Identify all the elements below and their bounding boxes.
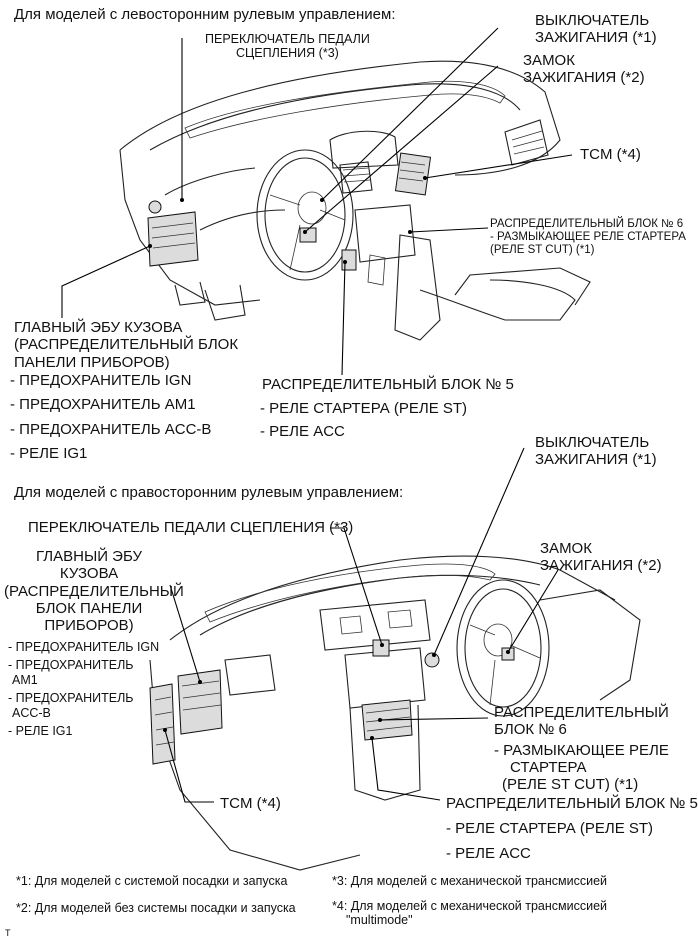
lhd-clutch-switch-label: ПЕРЕКЛЮЧАТЕЛЬ ПЕДАЛИ СЦЕПЛЕНИЯ (*3) xyxy=(205,32,370,61)
lhd-junction-block-5-items: - РЕЛЕ СТАРТЕРА (РЕЛЕ ST) - РЕЛЕ ACC xyxy=(260,400,468,441)
rhd-leader-lines xyxy=(163,447,559,803)
lhd-main-body-items: - ПРЕДОХРАНИТЕЛЬ IGN - ПРЕДОХРАНИТЕЛЬ AM… xyxy=(10,372,212,462)
rhd-junction-block-5-items: - РЕЛЕ СТАРТЕРА (РЕЛЕ ST) - РЕЛЕ ACC xyxy=(446,820,654,863)
rhd-dashboard-drawing xyxy=(149,555,641,871)
footnote-2: *2: Для моделей без системы посадки и за… xyxy=(16,901,296,915)
footnote-4: *4: Для моделей с механической трансмисс… xyxy=(332,899,608,928)
rhd-junction-block-6-label: РАСПРЕДЕЛИТЕЛЬНЫЙ БЛОК № 6 - РАЗМЫКАЮЩЕЕ… xyxy=(494,704,669,793)
rhd-main-body-items: - ПРЕДОХРАНИТЕЛЬ IGN - ПРЕДОХРАНИТЕЛЬ AM… xyxy=(8,640,160,738)
lhd-junction-block-5-label: РАСПРЕДЕЛИТЕЛЬНЫЙ БЛОК № 5 xyxy=(262,376,514,393)
corner-mark: T xyxy=(5,928,11,938)
rhd-ignition-switch-label: ВЫКЛЮЧАТЕЛЬ ЗАЖИГАНИЯ (*1) xyxy=(535,434,657,469)
lhd-ignition-lock-label: ЗАМОК ЗАЖИГАНИЯ (*2) xyxy=(523,52,645,87)
lhd-main-body-ecu-label: ГЛАВНЫЙ ЭБУ КУЗОВА (РАСПРЕДЕЛИТЕЛЬНЫЙ БЛ… xyxy=(14,319,239,371)
rhd-ignition-lock-label: ЗАМОК ЗАЖИГАНИЯ (*2) xyxy=(540,540,662,575)
lhd-leader-lines xyxy=(61,27,573,376)
lhd-junction-block-6-label: РАСПРЕДЕЛИТЕЛЬНЫЙ БЛОК № 6 - РАЗМЫКАЮЩЕЕ… xyxy=(490,218,686,257)
rhd-clutch-switch-label: ПЕРЕКЛЮЧАТЕЛЬ ПЕДАЛИ СЦЕПЛЕНИЯ (*3) xyxy=(28,519,354,536)
lhd-tcm-label: TCM (*4) xyxy=(580,146,641,163)
rhd-heading: Для моделей с правосторонним рулевым упр… xyxy=(14,484,404,501)
footnote-3: *3: Для моделей с механической трансмисс… xyxy=(332,874,608,888)
lhd-ignition-switch-label: ВЫКЛЮЧАТЕЛЬ ЗАЖИГАНИЯ (*1) xyxy=(535,12,657,47)
lhd-dashboard-drawing xyxy=(119,60,591,341)
rhd-tcm-label: TCM (*4) xyxy=(220,795,281,812)
lhd-heading: Для моделей с левосторонним рулевым упра… xyxy=(14,6,396,23)
rhd-junction-block-5-label: РАСПРЕДЕЛИТЕЛЬНЫЙ БЛОК № 5 xyxy=(446,795,698,812)
rhd-main-body-ecu-label: ГЛАВНЫЙ ЭБУ КУЗОВА (РАСПРЕДЕЛИТЕЛЬНЫЙ БЛ… xyxy=(4,548,184,634)
footnote-1: *1: Для моделей с системой посадки и зап… xyxy=(16,874,288,888)
